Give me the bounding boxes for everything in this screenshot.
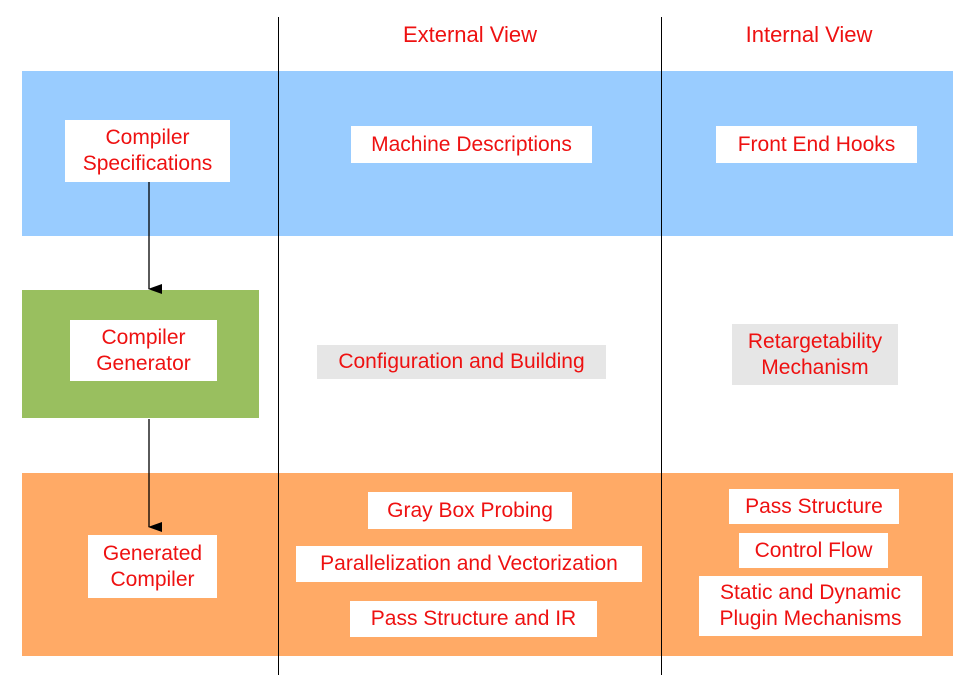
header-external-view: External View	[402, 22, 538, 47]
column-divider-internal	[661, 17, 662, 675]
retargetability-mechanism-box: Retargetability Mechanism	[732, 324, 898, 385]
front-end-hooks-box: Front End Hooks	[716, 126, 917, 163]
column-divider-external	[278, 17, 279, 675]
control-flow-box: Control Flow	[739, 533, 888, 568]
parallelization-vectorization-box: Parallelization and Vectorization	[296, 546, 642, 582]
gray-box-probing-box: Gray Box Probing	[368, 492, 572, 529]
header-internal-view: Internal View	[745, 22, 873, 47]
generated-compiler-label: Generated Compiler	[88, 535, 217, 598]
configuration-building-box: Configuration and Building	[317, 345, 606, 379]
pass-structure-box: Pass Structure	[729, 489, 899, 524]
machine-descriptions-box: Machine Descriptions	[351, 126, 592, 163]
compiler-specifications-label: Compiler Specifications	[65, 120, 230, 182]
pass-structure-ir-box: Pass Structure and IR	[350, 601, 597, 637]
compiler-generator-label: Compiler Generator	[70, 320, 217, 381]
plugin-mechanisms-box: Static and Dynamic Plugin Mechanisms	[699, 576, 922, 636]
